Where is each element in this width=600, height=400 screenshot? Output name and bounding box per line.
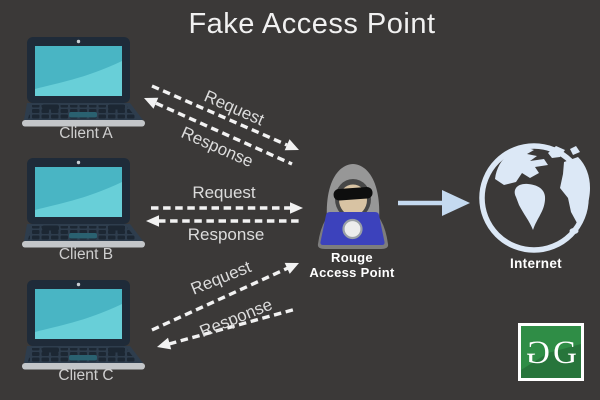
laptop-icon	[22, 280, 145, 370]
uplink-arrow	[398, 190, 470, 216]
client-a: Client A	[22, 37, 145, 142]
page-title: Fake Access Point	[188, 8, 435, 40]
continent-europe	[548, 146, 565, 158]
request-arrowhead-b	[290, 202, 303, 214]
hacker-icon: Rouge Access Point	[309, 164, 395, 280]
request-arrowhead-c	[284, 262, 299, 274]
logo-letter-right: G	[553, 335, 577, 371]
continent-north-america	[495, 147, 548, 185]
internet-node: Internet	[479, 143, 590, 271]
client-c-label: Client C	[58, 367, 113, 384]
client-b: Client B	[22, 158, 145, 263]
response-arrow-a	[155, 101, 293, 166]
internet-label: Internet	[510, 256, 562, 271]
rogue-ap-label-line1: Rouge	[331, 250, 373, 265]
response-arrowhead-b	[146, 215, 159, 227]
logo-letter-left: G	[526, 335, 550, 371]
rogue-ap-label-line2: Access Point	[309, 265, 395, 280]
geeksforgeeks-logo: G G	[518, 323, 584, 381]
continent-australia	[569, 228, 579, 234]
client-b-label: Client B	[59, 246, 113, 263]
laptop-icon	[22, 37, 145, 127]
response-arrowhead-c	[157, 337, 172, 350]
request-label-b: Request	[192, 183, 256, 202]
request-arrowhead-a	[284, 139, 299, 151]
continent-africa	[560, 157, 590, 223]
continent-south-america	[514, 183, 546, 230]
client-c: Client C	[22, 280, 145, 384]
laptop-logo-circle	[342, 218, 363, 240]
response-arrowhead-a	[144, 97, 159, 109]
flow-client-b: Request Response	[146, 183, 303, 244]
uplink-arrowhead	[442, 190, 470, 216]
response-arrow-c	[168, 307, 297, 346]
logo-shadow	[521, 344, 581, 378]
hacker-glasses	[333, 187, 373, 201]
client-a-label: Client A	[59, 125, 113, 142]
request-arrow-a	[151, 84, 288, 147]
laptop-icon	[22, 158, 145, 248]
response-label-b: Response	[188, 225, 265, 244]
request-arrow-c	[151, 266, 289, 332]
